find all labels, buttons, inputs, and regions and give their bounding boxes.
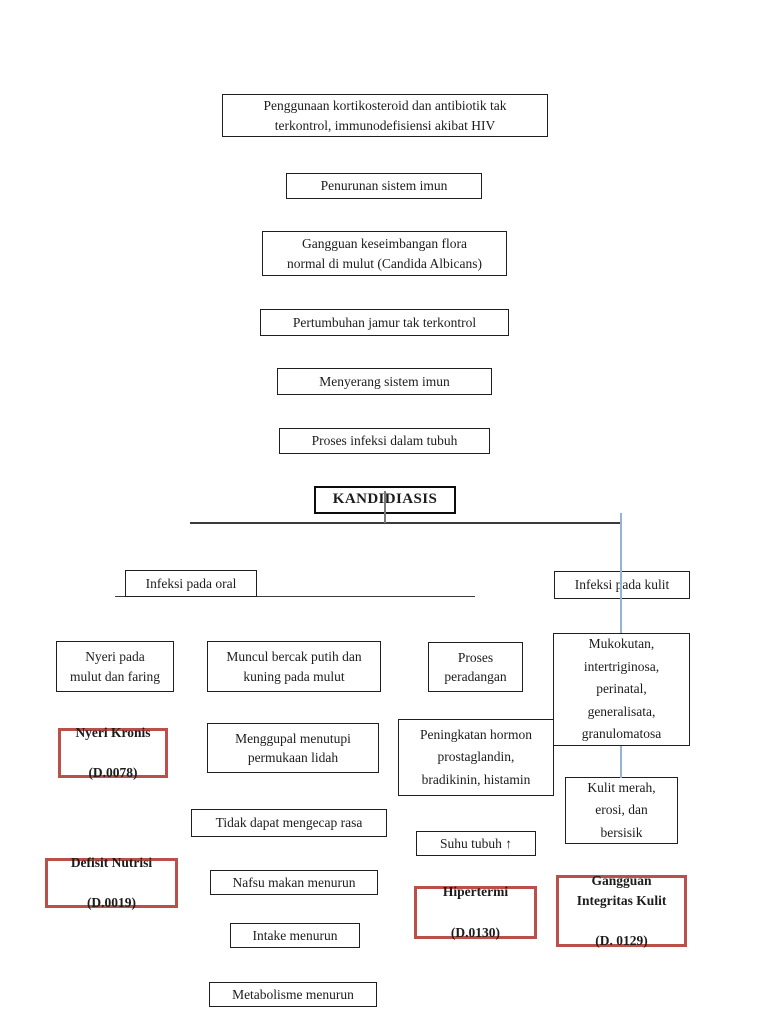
diagnosis-box-hipertermi: Hipertermi (D.0130) <box>414 884 537 940</box>
flow-box-penurunan-sistem-imun: Penurunan sistem imun <box>286 173 482 199</box>
diagnosis-label: Hipertermi <box>442 884 509 900</box>
flow-box-tidak-mengecap-rasa: Tidak dapat mengecap rasa <box>191 809 387 837</box>
diagnosis-label: Gangguan Integritas Kulit <box>576 872 667 908</box>
connector-skin-branch-line-upper <box>620 513 622 633</box>
flow-box-bercak-putih: Muncul bercak putih dan kuning pada mulu… <box>207 641 381 692</box>
flow-box-peningkatan-hormon: Peningkatan hormon prostaglandin, bradik… <box>398 719 554 796</box>
flow-box-suhu-tubuh-naik: Suhu tubuh ↑ <box>416 831 536 856</box>
diagnosis-code: (D.0019) <box>86 895 137 911</box>
connector-title-drop-line <box>384 491 386 523</box>
diagnosis-box-defisit-nutrisi: Defisit Nutrisi (D.0019) <box>45 855 178 910</box>
flow-box-nafsu-makan-menurun: Nafsu makan menurun <box>210 870 378 895</box>
diagnosis-label: Nyeri Kronis <box>75 724 151 740</box>
flow-box-gangguan-flora: Gangguan keseimbangan flora normal di mu… <box>262 231 507 276</box>
diagnosis-box-nyeri-kronis: Nyeri Kronis (D.0078) <box>58 725 168 780</box>
connector-oral-branch-line <box>115 596 475 598</box>
flow-box-nyeri-mulut-faring: Nyeri pada mulut dan faring <box>56 641 174 692</box>
flow-box-pertumbuhan-jamur: Pertumbuhan jamur tak terkontrol <box>260 309 509 336</box>
flow-box-proses-infeksi: Proses infeksi dalam tubuh <box>279 428 490 454</box>
flow-box-penggunaan-kortikosteroid: Penggunaan kortikosteroid dan antibiotik… <box>222 94 548 137</box>
connector-skin-branch-line-lower <box>620 746 622 778</box>
connector-main-branch-line <box>190 522 622 524</box>
flow-box-mukokutan-types: Mukokutan, intertriginosa, perinatal, ge… <box>553 633 690 746</box>
flow-box-menyerang-sistem-imun: Menyerang sistem imun <box>277 368 492 395</box>
flow-box-intake-menurun: Intake menurun <box>230 923 360 948</box>
branch-label-infeksi-oral: Infeksi pada oral <box>125 570 257 597</box>
diagnosis-code: (D. 0129) <box>595 933 648 949</box>
diagnosis-label: Defisit Nutrisi <box>70 854 153 870</box>
flow-box-kulit-merah: Kulit merah, erosi, dan bersisik <box>565 777 678 844</box>
diagnosis-box-gangguan-integritas-kulit: Gangguan Integritas Kulit (D. 0129) <box>556 873 687 948</box>
diagnosis-code: (D.0078) <box>88 765 138 781</box>
diagnosis-code: (D.0130) <box>450 924 501 940</box>
flow-box-menggupal-lidah: Menggupal menutupi permukaan lidah <box>207 723 379 773</box>
flow-box-proses-peradangan: Proses peradangan <box>428 642 523 692</box>
flow-box-metabolisme-menurun: Metabolisme menurun <box>209 982 377 1007</box>
branch-label-infeksi-kulit: Infeksi pada kulit <box>554 571 690 599</box>
